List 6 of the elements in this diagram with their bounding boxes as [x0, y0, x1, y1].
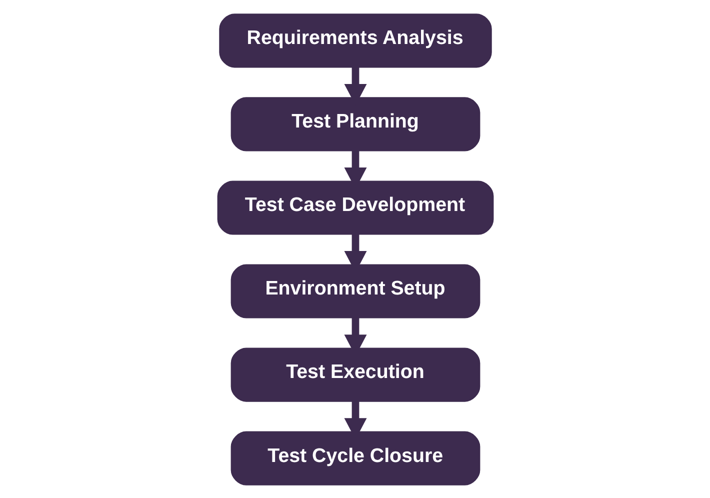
node-box: Test Case Development	[216, 180, 494, 234]
node-box: Environment Setup	[230, 264, 480, 318]
node-box: Requirements Analysis	[218, 13, 492, 68]
node-box: Test Cycle Closure	[230, 430, 480, 485]
node-box: Test Planning	[230, 96, 480, 151]
node-box: Test Execution	[230, 347, 480, 402]
